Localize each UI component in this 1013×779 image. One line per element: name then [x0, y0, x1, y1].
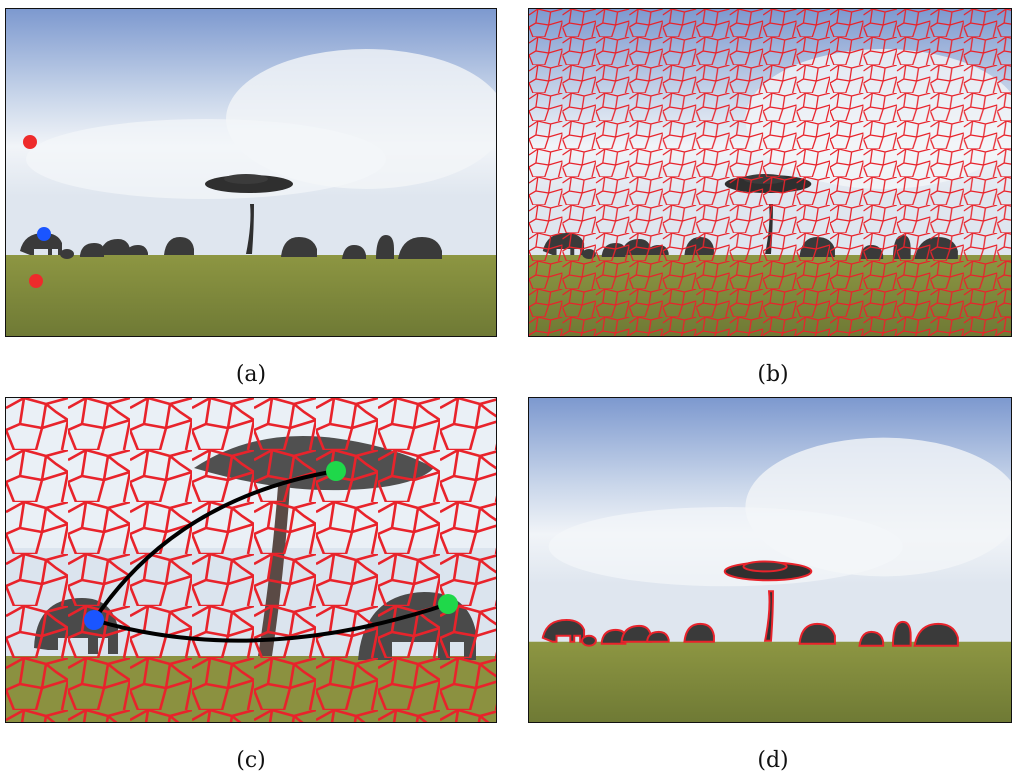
- background-scribble-point: [29, 274, 43, 288]
- segmentation-result-d: [529, 398, 1011, 722]
- panel-d-image: [528, 397, 1012, 723]
- caption-b: (b): [757, 362, 789, 387]
- geodesic-path-upper: [92, 469, 337, 622]
- savanna-photo-a: [6, 9, 496, 336]
- superpixel-zoom-c: [6, 398, 496, 722]
- caption-d: (d): [757, 748, 789, 773]
- target-node-elephant: [438, 594, 458, 614]
- caption-c: (c): [236, 748, 266, 773]
- background-scribble-point: [23, 135, 37, 149]
- target-node-tree: [326, 461, 346, 481]
- foreground-scribble-point: [37, 227, 51, 241]
- geodesic-path-lower: [93, 602, 449, 643]
- panel-c-image: [5, 397, 497, 723]
- superpixel-overlay-b: [529, 9, 1011, 336]
- caption-a: (a): [235, 362, 267, 387]
- panel-a-image: [5, 8, 497, 337]
- source-node: [84, 610, 104, 630]
- panel-b-image: [528, 8, 1012, 337]
